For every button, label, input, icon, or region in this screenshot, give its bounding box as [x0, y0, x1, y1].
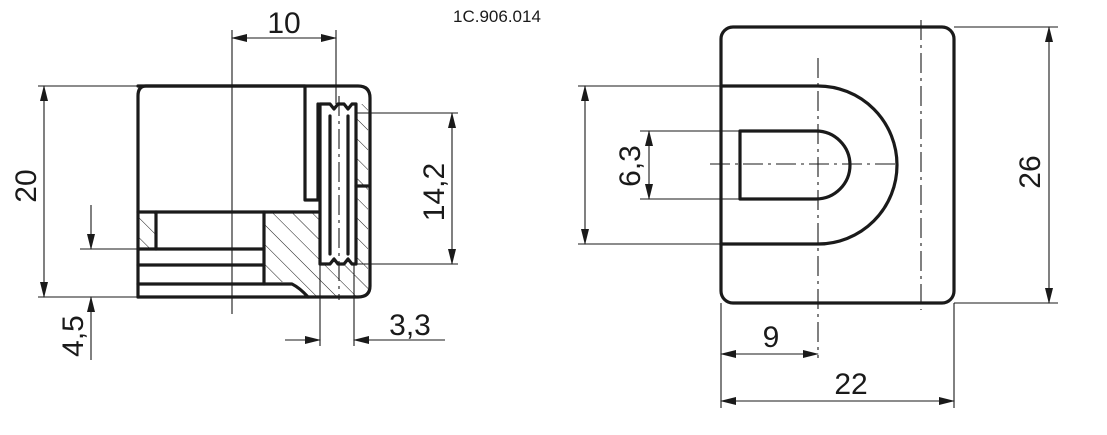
dim-text-3-3: 3,3: [389, 309, 431, 342]
u-shape-outer: [719, 84, 899, 246]
dim-text-9: 9: [763, 321, 780, 354]
dim-text-20: 20: [10, 169, 43, 202]
drawing-title: 1C.906.014: [453, 7, 541, 26]
dim-text-10: 10: [267, 7, 300, 40]
dim-text-14-2: 14,2: [418, 163, 451, 221]
right-front-view: 26 6,3 9 22: [578, 20, 1058, 408]
dim-text-4-5: 4,5: [57, 315, 90, 357]
vertical-slot: [318, 102, 358, 266]
u-shape-inner-slot: [738, 129, 852, 201]
right-body-outline: [719, 25, 956, 305]
dim-text-6-3: 6,3: [614, 145, 647, 187]
left-body-outline: [136, 84, 372, 299]
hatch-left-small: [138, 212, 156, 249]
dim-text-22: 22: [834, 368, 867, 401]
left-section-view: 10 20 14,2 4,5 3,3: [10, 7, 458, 360]
dim-text-26: 26: [1014, 155, 1047, 188]
